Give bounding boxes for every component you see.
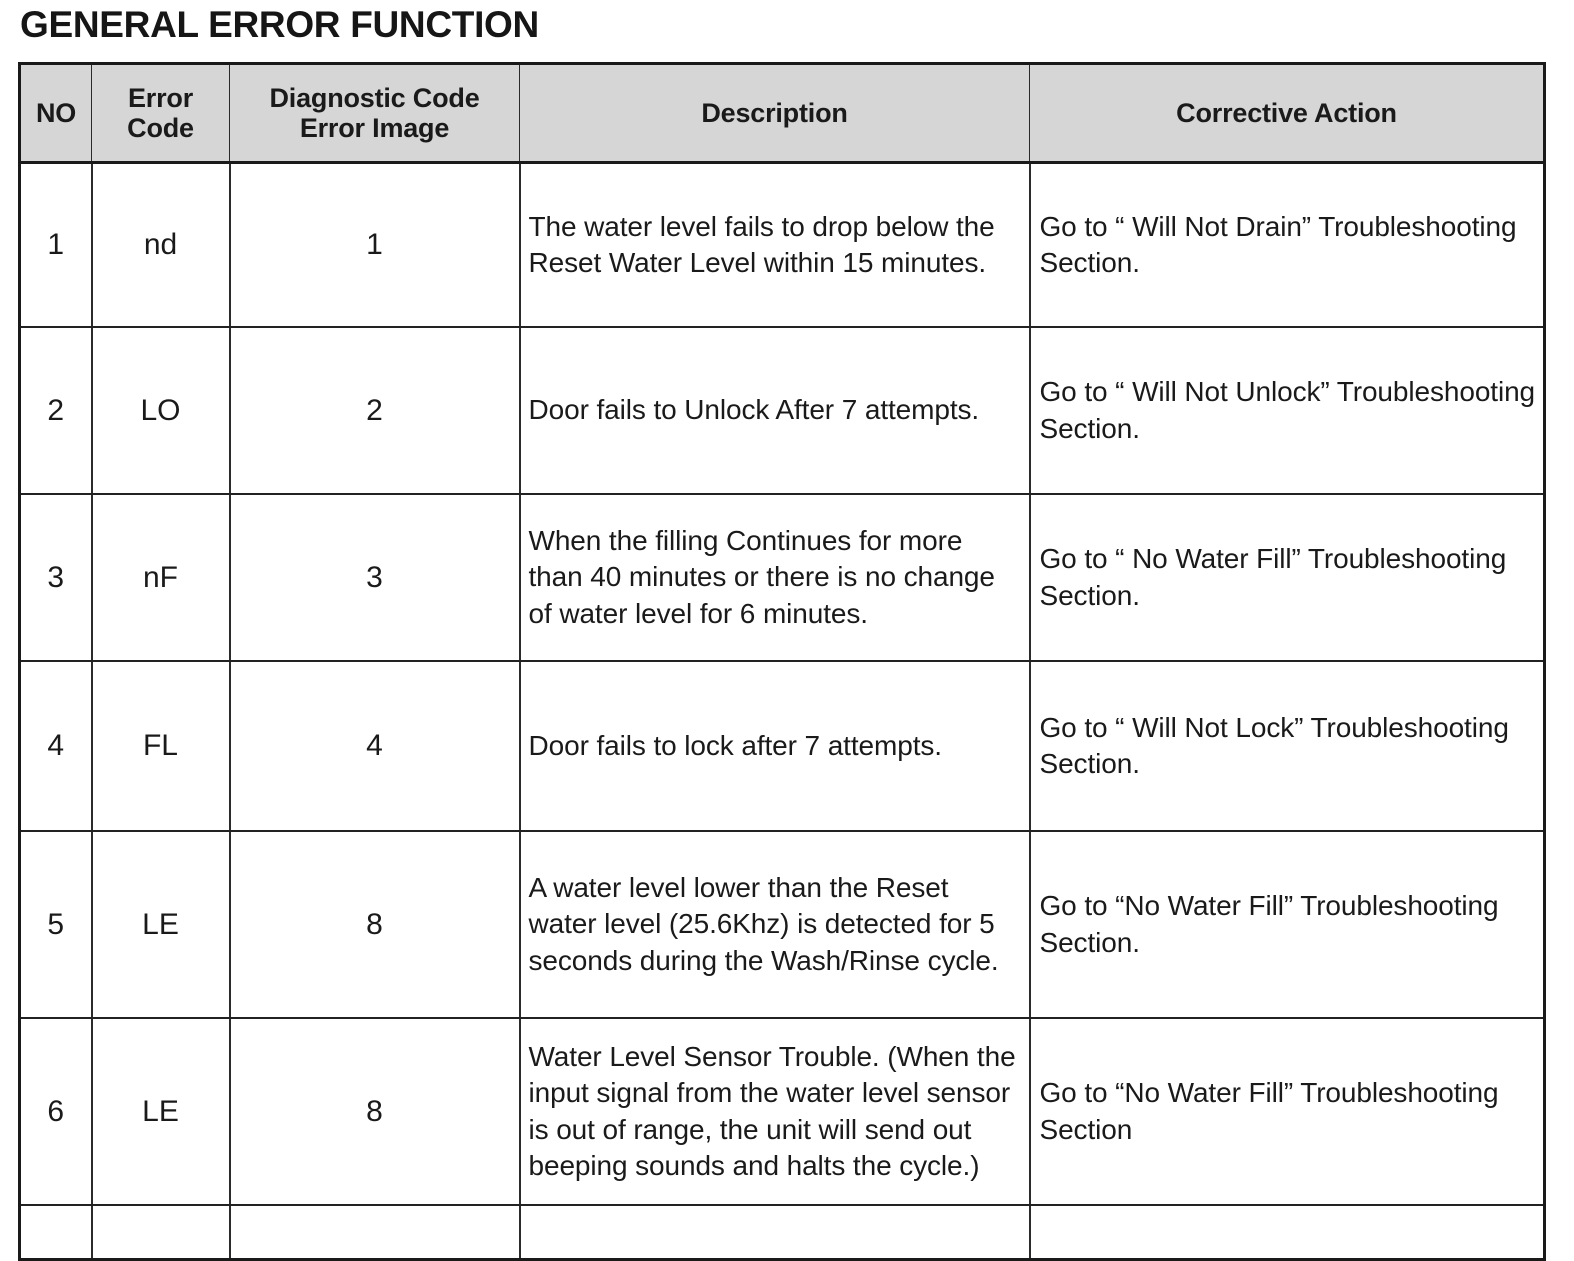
- cell-error-code: [90, 1204, 231, 1261]
- cell-error-code: LE: [90, 1017, 231, 1206]
- document-page: GENERAL ERROR FUNCTION NO Error Code Dia…: [18, 4, 1546, 1261]
- cell-corrective-action: Go to “ Will Not Lock” Troubleshooting S…: [1028, 660, 1546, 832]
- table-row: 5 LE 8 A water level lower than the Rese…: [18, 830, 1546, 1019]
- cell-description: When the filling Continues for more than…: [518, 493, 1031, 662]
- column-header-corrective-action-label: Corrective Action: [1176, 97, 1397, 128]
- column-header-diagnostic-code: Diagnostic Code Error Image: [229, 63, 520, 164]
- cell-no: 1: [18, 161, 93, 328]
- cell-diagnostic-code: 8: [228, 1017, 521, 1206]
- table-row: 6 LE 8 Water Level Sensor Trouble. (When…: [18, 1017, 1546, 1206]
- cell-description: Water Level Sensor Trouble. (When the in…: [518, 1017, 1031, 1206]
- cell-error-code: nF: [90, 493, 231, 662]
- general-error-function-table: NO Error Code Diagnostic Code Error Imag…: [18, 62, 1546, 1261]
- column-header-no-label: NO: [35, 97, 77, 128]
- cell-diagnostic-code: 2: [228, 326, 521, 495]
- column-header-error-code: Error Code: [91, 63, 230, 164]
- cell-corrective-action: Go to “ Will Not Unlock” Troubleshooting…: [1028, 326, 1546, 495]
- cell-no: 5: [18, 830, 93, 1019]
- cell-diagnostic-code: 1: [228, 161, 521, 328]
- cell-corrective-action: Go to “ No Water Fill” Troubleshooting S…: [1028, 493, 1546, 662]
- cell-error-code: LO: [90, 326, 231, 495]
- table-row: 3 nF 3 When the filling Continues for mo…: [18, 493, 1546, 662]
- cell-description: A water level lower than the Reset water…: [518, 830, 1031, 1019]
- cell-description: The water level fails to drop below the …: [518, 161, 1031, 328]
- cell-diagnostic-code: 4: [228, 660, 521, 832]
- column-header-corrective-action: Corrective Action: [1029, 63, 1545, 164]
- cell-no: [18, 1204, 93, 1261]
- cell-corrective-action: Go to “No Water Fill” Troubleshooting Se…: [1028, 1017, 1546, 1206]
- column-header-no: NO: [19, 63, 92, 164]
- table-header: NO Error Code Diagnostic Code Error Imag…: [19, 63, 1545, 164]
- table-body: 1 nd 1 The water level fails to drop bel…: [18, 161, 1546, 1261]
- cell-no: 6: [18, 1017, 93, 1206]
- column-header-diagnostic-code-label-line2: Error Image: [299, 113, 450, 143]
- cell-corrective-action: [1028, 1204, 1546, 1261]
- cell-corrective-action: Go to “No Water Fill” Troubleshooting Se…: [1028, 830, 1546, 1019]
- cell-no: 2: [18, 326, 93, 495]
- table-row-partial: [18, 1204, 1546, 1261]
- cell-error-code: LE: [90, 830, 231, 1019]
- cell-diagnostic-code: 3: [228, 493, 521, 662]
- cell-no: 3: [18, 493, 93, 662]
- cell-diagnostic-code: [228, 1204, 521, 1261]
- column-header-description-label: Description: [701, 97, 848, 128]
- cell-error-code: nd: [90, 161, 231, 328]
- table-row: 2 LO 2 Door fails to Unlock After 7 atte…: [18, 326, 1546, 495]
- table-header-row: NO Error Code Diagnostic Code Error Imag…: [19, 63, 1545, 164]
- cell-description: Door fails to Unlock After 7 attempts.: [518, 326, 1031, 495]
- cell-description: [518, 1204, 1031, 1261]
- column-header-error-code-label-line1: Error: [127, 82, 194, 113]
- table-row: 4 FL 4 Door fails to lock after 7 attemp…: [18, 660, 1546, 832]
- column-header-diagnostic-code-label-line1: Diagnostic Code: [269, 82, 480, 113]
- cell-no: 4: [18, 660, 93, 832]
- cell-corrective-action: Go to “ Will Not Drain” Troubleshooting …: [1028, 161, 1546, 328]
- cell-error-code: FL: [90, 660, 231, 832]
- cell-diagnostic-code: 8: [228, 830, 521, 1019]
- column-header-error-code-label-line2: Code: [127, 113, 194, 143]
- cell-description: Door fails to lock after 7 attempts.: [518, 660, 1031, 832]
- column-header-description: Description: [519, 63, 1030, 164]
- table-row: 1 nd 1 The water level fails to drop bel…: [18, 161, 1546, 328]
- page-title: GENERAL ERROR FUNCTION: [20, 4, 539, 45]
